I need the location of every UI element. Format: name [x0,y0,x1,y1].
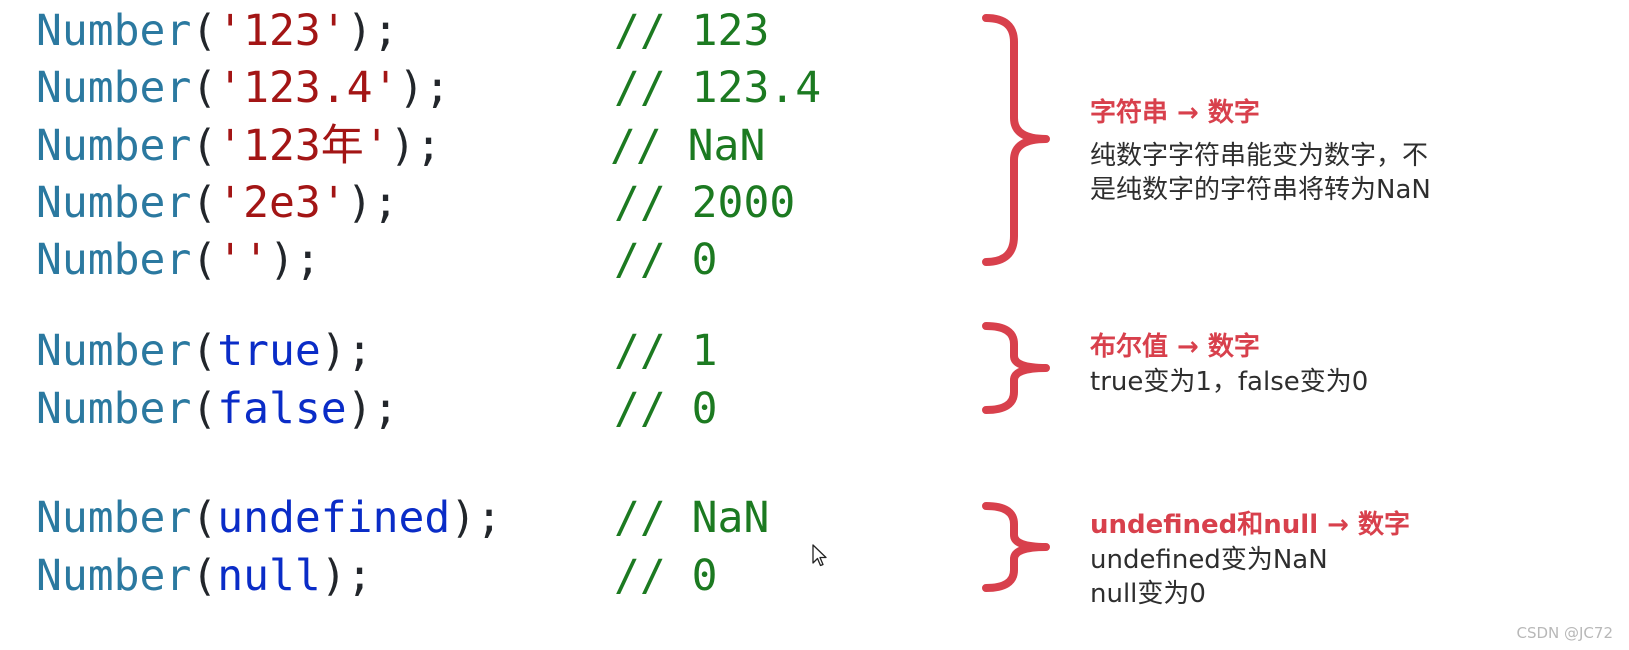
note-text: 纯数字字符串能变为数字，不 [1090,141,1429,171]
result-comment: // NaN [610,121,766,171]
argument: '' [217,235,270,285]
result-comment: // 0 [614,235,718,285]
code-line-3: Number('123年'); [36,117,441,175]
result-comment: // 123 [614,6,770,56]
argument: '123' [217,6,347,56]
argument: '123.4' [217,63,399,113]
close-paren: ); [346,6,399,56]
result-comment: // 2000 [614,178,796,228]
argument: true [217,326,321,376]
close-paren: ); [398,63,451,113]
open-paren: ( [191,551,218,601]
note-text: 是纯数字的字符串将转为NaN [1090,175,1431,205]
code-line-1: Number('123'); [36,2,398,60]
result-comment: // NaN [614,493,770,543]
note-text: undefined变为NaN [1090,545,1328,575]
curly-brace-icon [982,14,1050,266]
open-paren: ( [191,121,218,171]
result-comment: // 123.4 [614,63,822,113]
watermark: CSDN @JC72 [1516,624,1613,642]
function-name: Number [36,551,192,601]
function-name: Number [36,384,192,434]
function-name: Number [36,493,192,543]
close-paren: ); [346,384,399,434]
close-paren: ); [450,493,503,543]
curly-brace-icon [982,502,1050,592]
argument: undefined [217,493,451,543]
code-line-4: Number('2e3'); [36,174,398,232]
result-comment: // 0 [614,384,718,434]
note-title: 布尔值 → 数字 [1090,332,1260,362]
close-paren: ); [346,178,399,228]
argument: null [217,551,321,601]
note-nullish-to-number: undefined和null → 数字 undefined变为NaN null变… [1090,507,1410,611]
code-line-5: Number(''); [36,231,321,289]
curly-brace-icon [982,322,1050,414]
function-name: Number [36,235,192,285]
open-paren: ( [191,178,218,228]
argument: false [217,384,347,434]
function-name: Number [36,178,192,228]
close-paren: ); [389,121,442,171]
close-paren: ); [320,551,373,601]
function-name: Number [36,6,192,56]
note-title: 字符串 → 数字 [1090,98,1260,128]
note-boolean-to-number: 布尔值 → 数字 true变为1，false变为0 [1090,329,1368,399]
open-paren: ( [191,63,218,113]
function-name: Number [36,326,192,376]
code-line-2: Number('123.4'); [36,59,450,117]
open-paren: ( [191,326,218,376]
note-text: null变为0 [1090,579,1206,609]
code-line-8: Number(undefined); [36,489,502,547]
code-line-7: Number(false); [36,380,398,438]
open-paren: ( [191,6,218,56]
note-text: true变为1，false变为0 [1090,367,1369,397]
argument: '123年' [217,121,390,171]
open-paren: ( [191,235,218,285]
argument: '2e3' [217,178,347,228]
close-paren: ); [320,326,373,376]
close-paren: ); [269,235,321,285]
function-name: Number [36,63,192,113]
function-name: Number [36,121,192,171]
result-comment: // 0 [614,551,718,601]
code-line-6: Number(true); [36,322,373,380]
note-title: undefined和null → 数字 [1090,510,1411,540]
open-paren: ( [191,493,218,543]
open-paren: ( [191,384,218,434]
result-comment: // 1 [614,326,718,376]
note-string-to-number: 字符串 → 数字 纯数字字符串能变为数字，不 是纯数字的字符串将转为NaN [1090,95,1431,207]
code-line-9: Number(null); [36,547,373,605]
mouse-pointer-icon [812,544,827,567]
